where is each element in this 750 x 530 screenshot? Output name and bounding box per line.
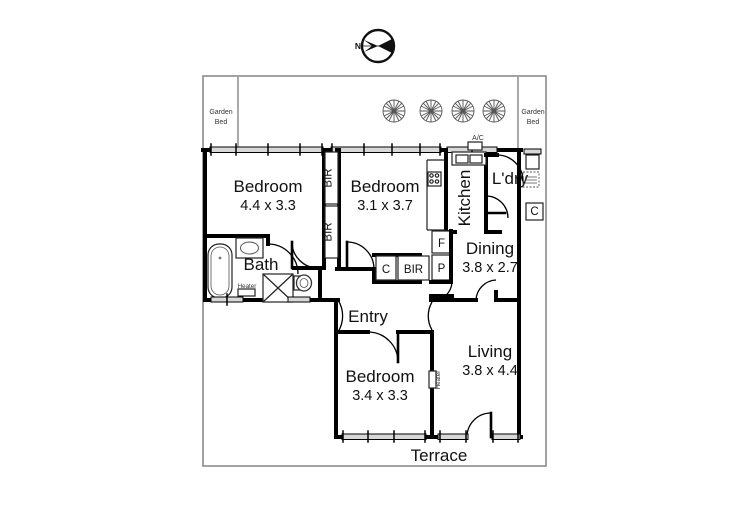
room-dims-dining: 3.8 x 2.7 xyxy=(462,260,518,276)
cupboard-hall-label: C xyxy=(382,264,390,276)
kitchen-area: Kitchen xyxy=(426,148,488,234)
toilet-fixture xyxy=(293,274,313,292)
terrace-area: Terrace xyxy=(411,446,468,465)
compass-north-label: N xyxy=(355,41,361,51)
room-label-bedroom3: Bedroom xyxy=(346,367,415,386)
bir-bottom-box xyxy=(324,205,339,259)
ac-unit-group: A/C xyxy=(467,135,484,151)
garden-bed-left-label-1: Garden xyxy=(209,109,232,116)
ac-unit-label: A/C xyxy=(472,135,484,142)
window-living-right xyxy=(491,433,521,440)
window-bedroom1 xyxy=(209,146,324,153)
garden-bed-left-label-2: Bed xyxy=(215,119,228,126)
heater-bath-box xyxy=(237,288,256,297)
room-label-living: Living xyxy=(468,342,512,361)
room-label-bedroom1: Bedroom xyxy=(234,177,303,196)
laundry-area: L'dry C xyxy=(484,148,544,234)
shrub-icon-group xyxy=(382,99,506,123)
bir-hall-box xyxy=(397,255,430,281)
heater-bath-label: Heater xyxy=(238,283,257,290)
bir-top-label: BIR xyxy=(323,168,335,187)
shrub-icon-3 xyxy=(451,99,475,123)
shrub-icon-2 xyxy=(419,99,443,123)
pantry-label: P xyxy=(438,263,446,275)
window-bedroom2 xyxy=(330,146,442,153)
bedroom-3: Bedroom 3.4 x 3.3 Heater xyxy=(341,367,442,443)
bir-bottom-label: BIR xyxy=(323,222,335,241)
vanity-basin xyxy=(235,237,264,259)
cupboard-hall-box xyxy=(375,255,397,281)
fridge-label: F xyxy=(438,238,445,250)
laundry-exterior-door-panel xyxy=(525,154,540,170)
garden-bed-right-label-1: Garden xyxy=(521,109,544,116)
heater-bedroom3-label: Heater xyxy=(435,371,442,390)
room-dims-bedroom2: 3.1 x 3.7 xyxy=(357,198,413,214)
bir-hall-label: BIR xyxy=(404,264,423,276)
room-label-laundry: L'dry xyxy=(492,169,529,188)
room-dims-bedroom1: 4.4 x 3.3 xyxy=(240,198,296,214)
garden-bed-right-label-2: Bed xyxy=(527,119,540,126)
room-label-bath: Bath xyxy=(244,255,279,274)
room-label-terrace: Terrace xyxy=(411,446,468,465)
kitchen-sink-bowl-2 xyxy=(469,154,483,164)
living-area: Living 3.8 x 4.4 xyxy=(437,342,521,443)
shrub-icon-4 xyxy=(482,99,506,123)
garden-bed-left: Garden Bed xyxy=(209,77,239,151)
kitchen-sink-bowl-1 xyxy=(455,154,469,164)
room-label-dining: Dining xyxy=(466,239,514,258)
dining-area: Dining 3.8 x 2.7 xyxy=(429,239,521,302)
room-label-bedroom2: Bedroom xyxy=(351,177,420,196)
hall-storage: C BIR F P xyxy=(372,229,453,284)
bir-top-box xyxy=(324,151,339,205)
room-dims-bedroom3: 3.4 x 3.3 xyxy=(352,388,408,404)
room-label-entry: Entry xyxy=(348,307,388,326)
heater-bedroom3-box xyxy=(428,370,437,389)
shrub-icon-1 xyxy=(382,99,406,123)
cupboard-laundry-label: C xyxy=(530,206,538,218)
room-label-kitchen: Kitchen xyxy=(455,170,474,227)
cupboard-laundry xyxy=(525,202,544,221)
bathroom-area: Heater Bath xyxy=(203,234,322,306)
entry-area: Entry xyxy=(337,299,433,364)
room-dims-living: 3.8 x 4.4 xyxy=(462,363,518,379)
compass-rose: N xyxy=(355,28,396,64)
built-in-robes: BIR BIR xyxy=(322,148,341,270)
window-living-left xyxy=(437,433,469,440)
window-bedroom3 xyxy=(341,433,427,440)
